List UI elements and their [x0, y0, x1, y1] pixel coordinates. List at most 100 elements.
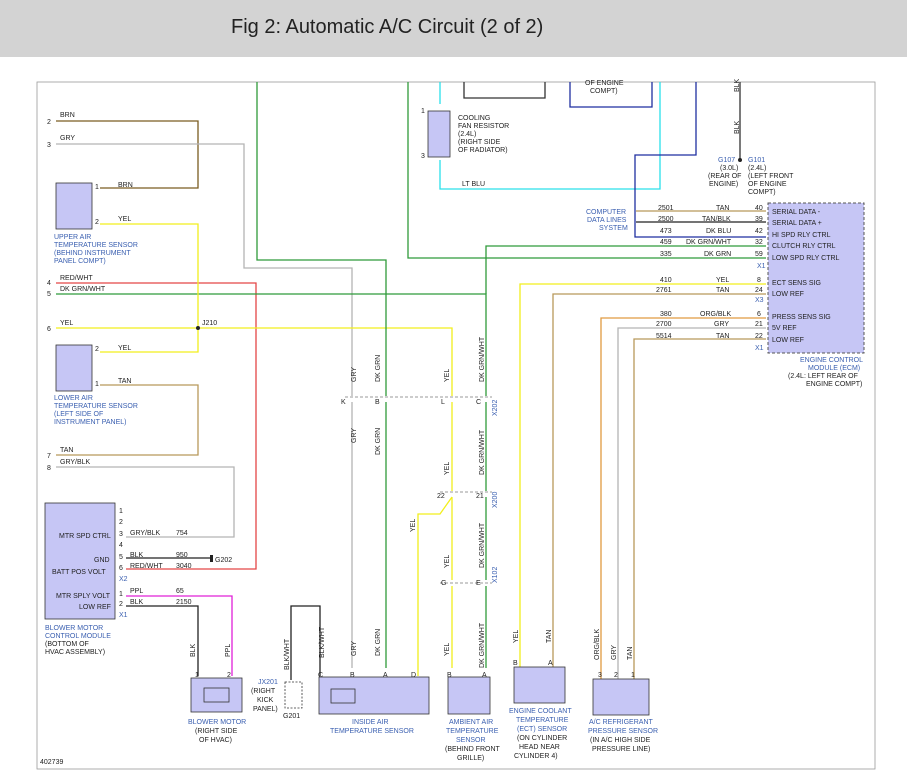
svg-text:380: 380	[660, 311, 672, 318]
svg-text:G: G	[441, 580, 446, 587]
svg-text:TEMPERATURE SENSOR: TEMPERATURE SENSOR	[54, 403, 138, 410]
svg-text:C: C	[476, 399, 481, 406]
svg-text:CONTROL MODULE: CONTROL MODULE	[45, 633, 111, 640]
svg-text:HEAD NEAR: HEAD NEAR	[519, 744, 560, 751]
svg-text:2761: 2761	[656, 287, 672, 294]
svg-text:ENGINE CONTROL: ENGINE CONTROL	[800, 357, 863, 364]
wire-dkgrn-wht-ecm	[485, 245, 766, 294]
svg-text:YEL: YEL	[444, 369, 451, 382]
svg-text:HVAC ASSEMBLY): HVAC ASSEMBLY)	[45, 649, 105, 656]
svg-text:TAN: TAN	[716, 333, 729, 340]
svg-text:X202: X202	[492, 400, 499, 416]
svg-text:DK GRN: DK GRN	[375, 355, 382, 382]
left-pin: 5	[47, 291, 51, 298]
svg-text:3040: 3040	[176, 563, 192, 570]
svg-text:TAN/BLK: TAN/BLK	[702, 216, 731, 223]
inside-air-temperature-sensor: C B A D BLK/WHT INSIDE AIR TEMPERATURE S…	[318, 626, 430, 735]
svg-text:(LEFT FRONT: (LEFT FRONT	[748, 173, 794, 180]
wire-ltblu	[439, 82, 661, 190]
svg-text:X2: X2	[119, 576, 128, 583]
wire-dkblu	[634, 82, 766, 238]
wire-ppl	[126, 595, 233, 676]
left-wire-label: BRN	[60, 112, 75, 119]
svg-text:5514: 5514	[656, 333, 672, 340]
svg-text:LOW REF: LOW REF	[79, 604, 111, 611]
svg-text:3: 3	[119, 531, 123, 538]
wire-dkblu-box	[569, 82, 653, 108]
svg-text:DK GRN/WHT: DK GRN/WHT	[686, 239, 732, 246]
svg-text:OF HVAC): OF HVAC)	[199, 737, 232, 744]
engine-compt-note: COMPT)	[590, 88, 618, 95]
svg-text:1: 1	[195, 672, 199, 679]
svg-text:SERIAL DATA +: SERIAL DATA +	[772, 220, 822, 227]
svg-text:410: 410	[660, 277, 672, 284]
blower-motor: BLK PPL 1 2 BLOWER MOTOR (RIGHT SIDE OF …	[188, 643, 246, 744]
svg-text:YEL: YEL	[444, 462, 451, 475]
svg-text:SENSOR: SENSOR	[456, 737, 486, 744]
svg-text:(REAR OF: (REAR OF	[708, 173, 741, 180]
svg-text:TEMPERATURE SENSOR: TEMPERATURE SENSOR	[330, 728, 414, 735]
svg-text:40: 40	[755, 205, 763, 212]
svg-text:SERIAL DATA -: SERIAL DATA -	[772, 209, 821, 216]
svg-text:B: B	[447, 672, 452, 679]
svg-text:PPL: PPL	[225, 644, 232, 657]
svg-text:DK GRN: DK GRN	[704, 251, 731, 258]
svg-text:G107: G107	[718, 157, 735, 164]
svg-text:TEMPERATURE: TEMPERATURE	[446, 728, 499, 735]
svg-text:2500: 2500	[658, 216, 674, 223]
svg-text:(RIGHT SIDE: (RIGHT SIDE	[458, 139, 501, 146]
svg-text:PPL: PPL	[130, 588, 143, 595]
ground-g107-g101: BLK BLK G107 (3.0L) (REAR OF ENGINE) G10…	[708, 78, 794, 196]
wire-box-top	[463, 82, 546, 99]
ecm-wire-table: 2501 TAN 40 2500 TAN/BLK 39 473 DK BLU 4…	[656, 205, 763, 340]
svg-text:SYSTEM: SYSTEM	[599, 225, 628, 232]
engine-compt-note: OF ENGINE	[585, 80, 624, 87]
svg-text:2150: 2150	[176, 599, 192, 606]
svg-text:BLK: BLK	[734, 120, 741, 134]
svg-text:(RIGHT: (RIGHT	[251, 688, 276, 695]
svg-text:PANEL COMPT): PANEL COMPT)	[54, 258, 106, 265]
left-pin: 4	[47, 280, 51, 287]
svg-text:950: 950	[176, 552, 188, 559]
svg-text:6: 6	[757, 311, 761, 318]
svg-text:UPPER AIR: UPPER AIR	[54, 234, 91, 241]
svg-text:ECT SENS SIG: ECT SENS SIG	[772, 280, 821, 287]
svg-text:2: 2	[119, 519, 123, 526]
svg-text:A: A	[548, 660, 553, 667]
svg-text:GRY: GRY	[351, 367, 358, 382]
svg-text:DK GRN/WHT: DK GRN/WHT	[479, 429, 486, 475]
svg-text:A: A	[383, 672, 388, 679]
svg-text:BLK: BLK	[130, 552, 144, 559]
svg-text:E: E	[476, 580, 481, 587]
vertical-wire-labels: GRY DK GRN YEL DK GRN/WHT GRY DK GRN YEL…	[351, 336, 486, 668]
computer-data-lines-link[interactable]: COMPUTER DATA LINES SYSTEM	[586, 209, 628, 232]
svg-text:X1: X1	[757, 263, 766, 270]
svg-text:L: L	[441, 399, 445, 406]
wire-blk-wht	[290, 605, 321, 680]
left-pin: 3	[47, 142, 51, 149]
svg-text:(IN A/C HIGH SIDE: (IN A/C HIGH SIDE	[590, 737, 651, 744]
svg-text:PANEL): PANEL)	[253, 706, 278, 713]
svg-text:A: A	[482, 672, 487, 679]
svg-text:PRESS SENS SIG: PRESS SENS SIG	[772, 314, 831, 321]
svg-text:(RIGHT SIDE: (RIGHT SIDE	[195, 728, 238, 735]
svg-text:BLK/WHT: BLK/WHT	[319, 626, 326, 658]
svg-text:3: 3	[421, 153, 425, 160]
svg-text:BLK: BLK	[190, 643, 197, 657]
svg-text:(ECT) SENSOR: (ECT) SENSOR	[517, 726, 567, 733]
svg-text:CYLINDER 4): CYLINDER 4)	[514, 753, 558, 760]
svg-text:DK GRN/WHT: DK GRN/WHT	[479, 622, 486, 668]
left-pin: 7	[47, 453, 51, 460]
svg-text:BLK: BLK	[130, 599, 144, 606]
svg-text:YEL: YEL	[513, 630, 520, 643]
svg-text:32: 32	[755, 239, 763, 246]
ac-refrigerant-pressure-sensor: 3 2 1 ORG/BLK GRY TAN A/C REFRIGERANT PR…	[588, 629, 658, 753]
svg-text:335: 335	[660, 251, 672, 258]
svg-text:BLOWER MOTOR: BLOWER MOTOR	[188, 719, 246, 726]
engine-control-module: SERIAL DATA - SERIAL DATA + HI SPD RLY C…	[755, 202, 865, 388]
svg-text:KICK: KICK	[257, 697, 274, 704]
left-wire-label: YEL	[60, 320, 73, 327]
svg-text:RED/WHT: RED/WHT	[130, 563, 163, 570]
wire-blk-motor	[126, 605, 199, 676]
